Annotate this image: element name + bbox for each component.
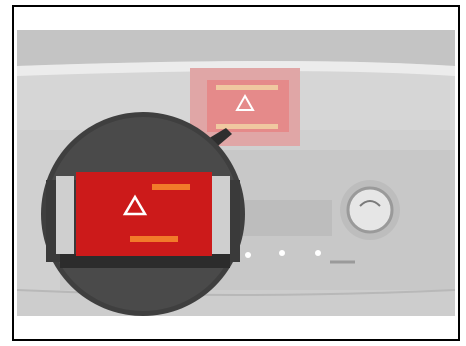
knob-icon (348, 188, 392, 232)
magnifier (41, 112, 245, 316)
